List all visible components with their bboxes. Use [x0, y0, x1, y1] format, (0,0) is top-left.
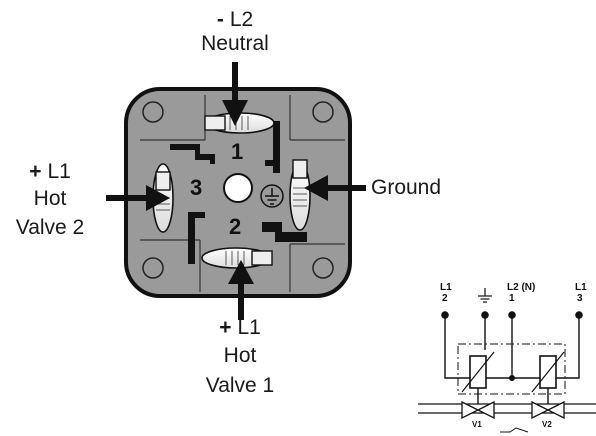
corner-hole	[142, 257, 164, 279]
wiring-schematic: L1 2 L2 (N) 1 L1 3	[418, 282, 596, 433]
bottom-label-line1: L1	[237, 316, 261, 339]
ground-icon	[260, 184, 284, 208]
left-label-line1: L1	[47, 160, 71, 183]
plus-sign: +	[29, 160, 42, 183]
bottom-label-line2: Hot	[223, 344, 257, 367]
left-label: +L1 Hot Valve 2	[0, 160, 100, 240]
corner-hole	[142, 101, 164, 123]
valve-label-v2: V2	[542, 420, 552, 429]
arrow-up-icon	[228, 260, 254, 320]
schematic-terminal-number: 1	[509, 293, 515, 304]
left-label-line2: Hot	[33, 187, 67, 210]
top-label-line2: Neutral	[201, 32, 269, 55]
center-hole	[223, 173, 253, 203]
key-marks	[170, 121, 307, 264]
solenoid-coil-v1	[461, 351, 495, 393]
schematic-ground-icon	[478, 288, 492, 303]
schematic-terminal-label: L2 (N)	[507, 282, 535, 293]
valve-v1-symbol	[461, 400, 495, 420]
top-label: -L2 Neutral	[170, 8, 300, 56]
screw-terminal-bottom	[201, 247, 273, 269]
right-label-line1: Ground	[371, 176, 442, 199]
valve-label-v1: V1	[472, 420, 482, 429]
schematic-terminal-label: L1	[440, 282, 452, 293]
schematic-terminal-number: 3	[577, 293, 583, 304]
top-label-line1: L2	[229, 8, 254, 31]
schematic-terminal-label: L1	[575, 282, 587, 293]
pin-number-1: 1	[231, 139, 243, 164]
bottom-label-line3: Valve 1	[205, 374, 275, 397]
solenoid-coil-v2	[531, 351, 565, 393]
minus-sign: -	[216, 8, 224, 31]
schematic-terminal-number: 2	[442, 293, 448, 304]
right-label: Ground	[371, 176, 441, 200]
pin-number-2: 2	[229, 214, 241, 239]
plus-sign: +	[219, 316, 232, 339]
left-label-line3: Valve 2	[15, 216, 85, 239]
bottom-label: +L1 Hot Valve 1	[185, 316, 295, 398]
corner-hole	[312, 101, 334, 123]
arrow-right-icon	[106, 185, 170, 211]
pin-number-3: 3	[190, 175, 202, 200]
corner-hole	[312, 257, 334, 279]
arrow-left-icon	[304, 175, 366, 201]
mechanical-link	[500, 427, 529, 433]
arrow-down-icon	[222, 62, 248, 126]
junction-dot	[509, 375, 515, 381]
valve-v2-symbol	[531, 400, 565, 420]
screw-terminal-top	[204, 112, 275, 134]
screw-terminal-right	[289, 159, 311, 231]
